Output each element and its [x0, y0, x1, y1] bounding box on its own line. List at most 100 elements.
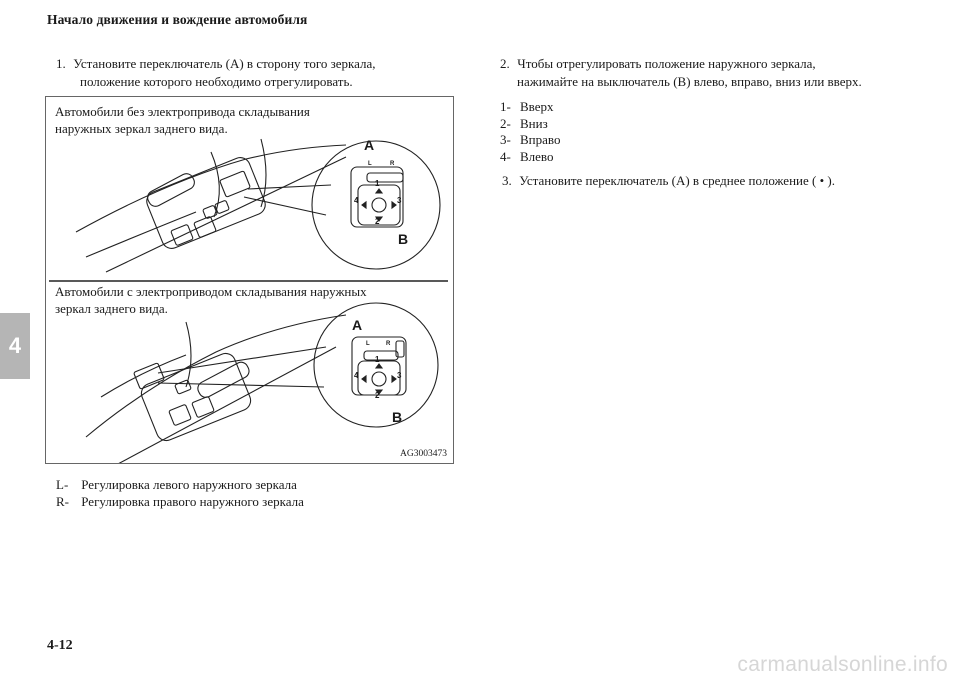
direction-key-down: 2- [500, 115, 511, 131]
door-panel-bottom-outline [85, 314, 347, 438]
direction-list: 1- Вверх 2- Вниз 3- Вправо 4- Влево [500, 99, 560, 165]
legend-key-l: L- [56, 477, 69, 492]
callout-2-bottom: 2 [375, 391, 380, 400]
chapter-tab: 4 [0, 313, 30, 379]
direction-text-right: Вправо [520, 132, 561, 147]
step-1: 1. Установите переключатель (A) в сторон… [56, 55, 376, 91]
figure-caption-bottom: Автомобили с электроприводом складывания… [55, 283, 367, 317]
callout-a-bottom: A [352, 317, 363, 333]
arrow-right-bottom [391, 374, 397, 384]
figure-code: AG3003473 [400, 449, 447, 459]
window-switch-bottom-2 [191, 396, 215, 418]
direction-pad-center-bottom [371, 371, 387, 387]
direction-pad-center-top [371, 197, 387, 213]
leader-line-bottom [157, 346, 327, 374]
direction-item-right: 3- Вправо [500, 132, 560, 149]
callout-1-top: 1 [375, 179, 380, 188]
callout-l-bottom: L [366, 341, 370, 347]
arrow-right-top [391, 200, 397, 210]
legend-key-r: R- [56, 494, 69, 509]
direction-key-left: 4- [500, 148, 511, 164]
step-2: 2. Чтобы отрегулировать положение наружн… [500, 55, 862, 91]
zoom-circle-bottom [313, 302, 439, 428]
window-switch-bottom-3 [174, 379, 192, 395]
step-2-line-1: Чтобы отрегулировать положение наружного… [517, 56, 816, 71]
legend-text-r: Регулировка правого наружного зеркала [81, 494, 304, 509]
arrow-down-top [374, 216, 384, 222]
step-3: 3. Установите переключатель (A) в средне… [502, 172, 835, 190]
watermark: carmanualsonline.info [737, 653, 948, 676]
door-panel-top-edge [85, 211, 197, 258]
direction-text-up: Вверх [520, 99, 554, 114]
door-panel-bottom-edge [100, 354, 187, 398]
figure-illustration [49, 138, 448, 463]
callout-4-top: 4 [354, 196, 359, 205]
window-switch-top-3 [202, 205, 218, 219]
arrow-down-bottom [374, 389, 384, 395]
arrow-left-bottom [361, 374, 367, 384]
callout-3-bottom: 3 [397, 371, 402, 380]
direction-text-left: Влево [520, 148, 554, 164]
door-handle-bottom [197, 361, 250, 398]
legend-row-l: L- Регулировка левого наружного зеркала [56, 476, 304, 493]
mirror-switch-top-small [219, 170, 251, 198]
window-switch-top-1 [170, 224, 194, 246]
step-1-line-2: положение которого необходимо отрегулиро… [80, 74, 353, 89]
direction-key-right: 3- [500, 132, 511, 147]
door-panel-bottom-arm [118, 346, 337, 463]
direction-pad-top [357, 184, 401, 226]
callout-b-top: B [398, 231, 409, 247]
direction-pad-bottom [357, 360, 401, 396]
selector-switch-bottom [363, 350, 399, 361]
direction-text-down: Вниз [520, 115, 548, 131]
step-3-number: 3. [502, 173, 512, 188]
step-3-text: Установите переключатель (A) в среднее п… [519, 173, 835, 188]
selector-switch-top [366, 172, 404, 183]
door-panel-top-outline [75, 144, 347, 233]
direction-item-left: 4- Влево [500, 149, 560, 166]
callout-3-top: 3 [397, 196, 402, 205]
direction-item-up: 1- Вверх [500, 99, 560, 116]
step-1-line-1: Установите переключатель (A) в сторону т… [73, 56, 376, 71]
callout-r-bottom: R [386, 341, 391, 347]
window-switch-cluster-top [146, 157, 266, 249]
leader-line-bottom-2 [157, 382, 325, 388]
step-2-line-2: нажимайте на выключатель (B) влево, впра… [517, 74, 862, 89]
arrow-up-top [374, 188, 384, 194]
mirror-switch-bottom-small [133, 362, 165, 390]
window-switch-bottom-1 [168, 404, 192, 426]
callout-2-top: 2 [375, 217, 380, 226]
direction-key-up: 1- [500, 99, 511, 114]
leader-line-top [247, 184, 332, 190]
door-panel-top-arm [105, 156, 347, 273]
callout-1-bottom: 1 [375, 355, 380, 364]
arrow-left-top [361, 200, 367, 210]
direction-item-down: 2- Вниз [500, 116, 560, 133]
figure-caption-bottom-line-2: зеркал заднего вида. [55, 301, 168, 316]
page-number: 4-12 [47, 638, 73, 653]
callout-b-bottom: B [392, 409, 403, 425]
callout-4-bottom: 4 [354, 371, 359, 380]
figure-caption-top-line-1: Автомобили без электропривода складывани… [55, 104, 310, 119]
door-handle-top [147, 173, 195, 207]
callout-a-top: A [364, 137, 375, 153]
window-switch-top-4 [214, 200, 230, 214]
zoom-circle-top [311, 140, 441, 270]
legend-row-r: R- Регулировка правого наружного зеркала [56, 493, 304, 510]
callout-r-top: R [390, 161, 395, 167]
mirror-switch-housing-top [350, 166, 404, 228]
fold-button-bottom [395, 340, 405, 358]
leader-line-top-2 [243, 196, 327, 216]
figure-caption-top: Автомобили без электропривода складывани… [55, 103, 310, 137]
step-1-number: 1. [56, 56, 66, 71]
figure-caption-top-line-2: наружных зеркал заднего вида. [55, 121, 228, 136]
figure-caption-bottom-line-1: Автомобили с электроприводом складывания… [55, 284, 367, 299]
legend-text-l: Регулировка левого наружного зеркала [81, 477, 297, 492]
door-panel-bottom-curve [185, 321, 192, 388]
page-header: Начало движения и вождение автомобиля [47, 12, 308, 27]
figure-legend: L- Регулировка левого наружного зеркала … [56, 476, 304, 510]
arrow-up-bottom [374, 363, 384, 369]
callout-l-top: L [368, 161, 372, 167]
step-2-number: 2. [500, 56, 510, 71]
window-switch-top-2 [193, 216, 217, 238]
